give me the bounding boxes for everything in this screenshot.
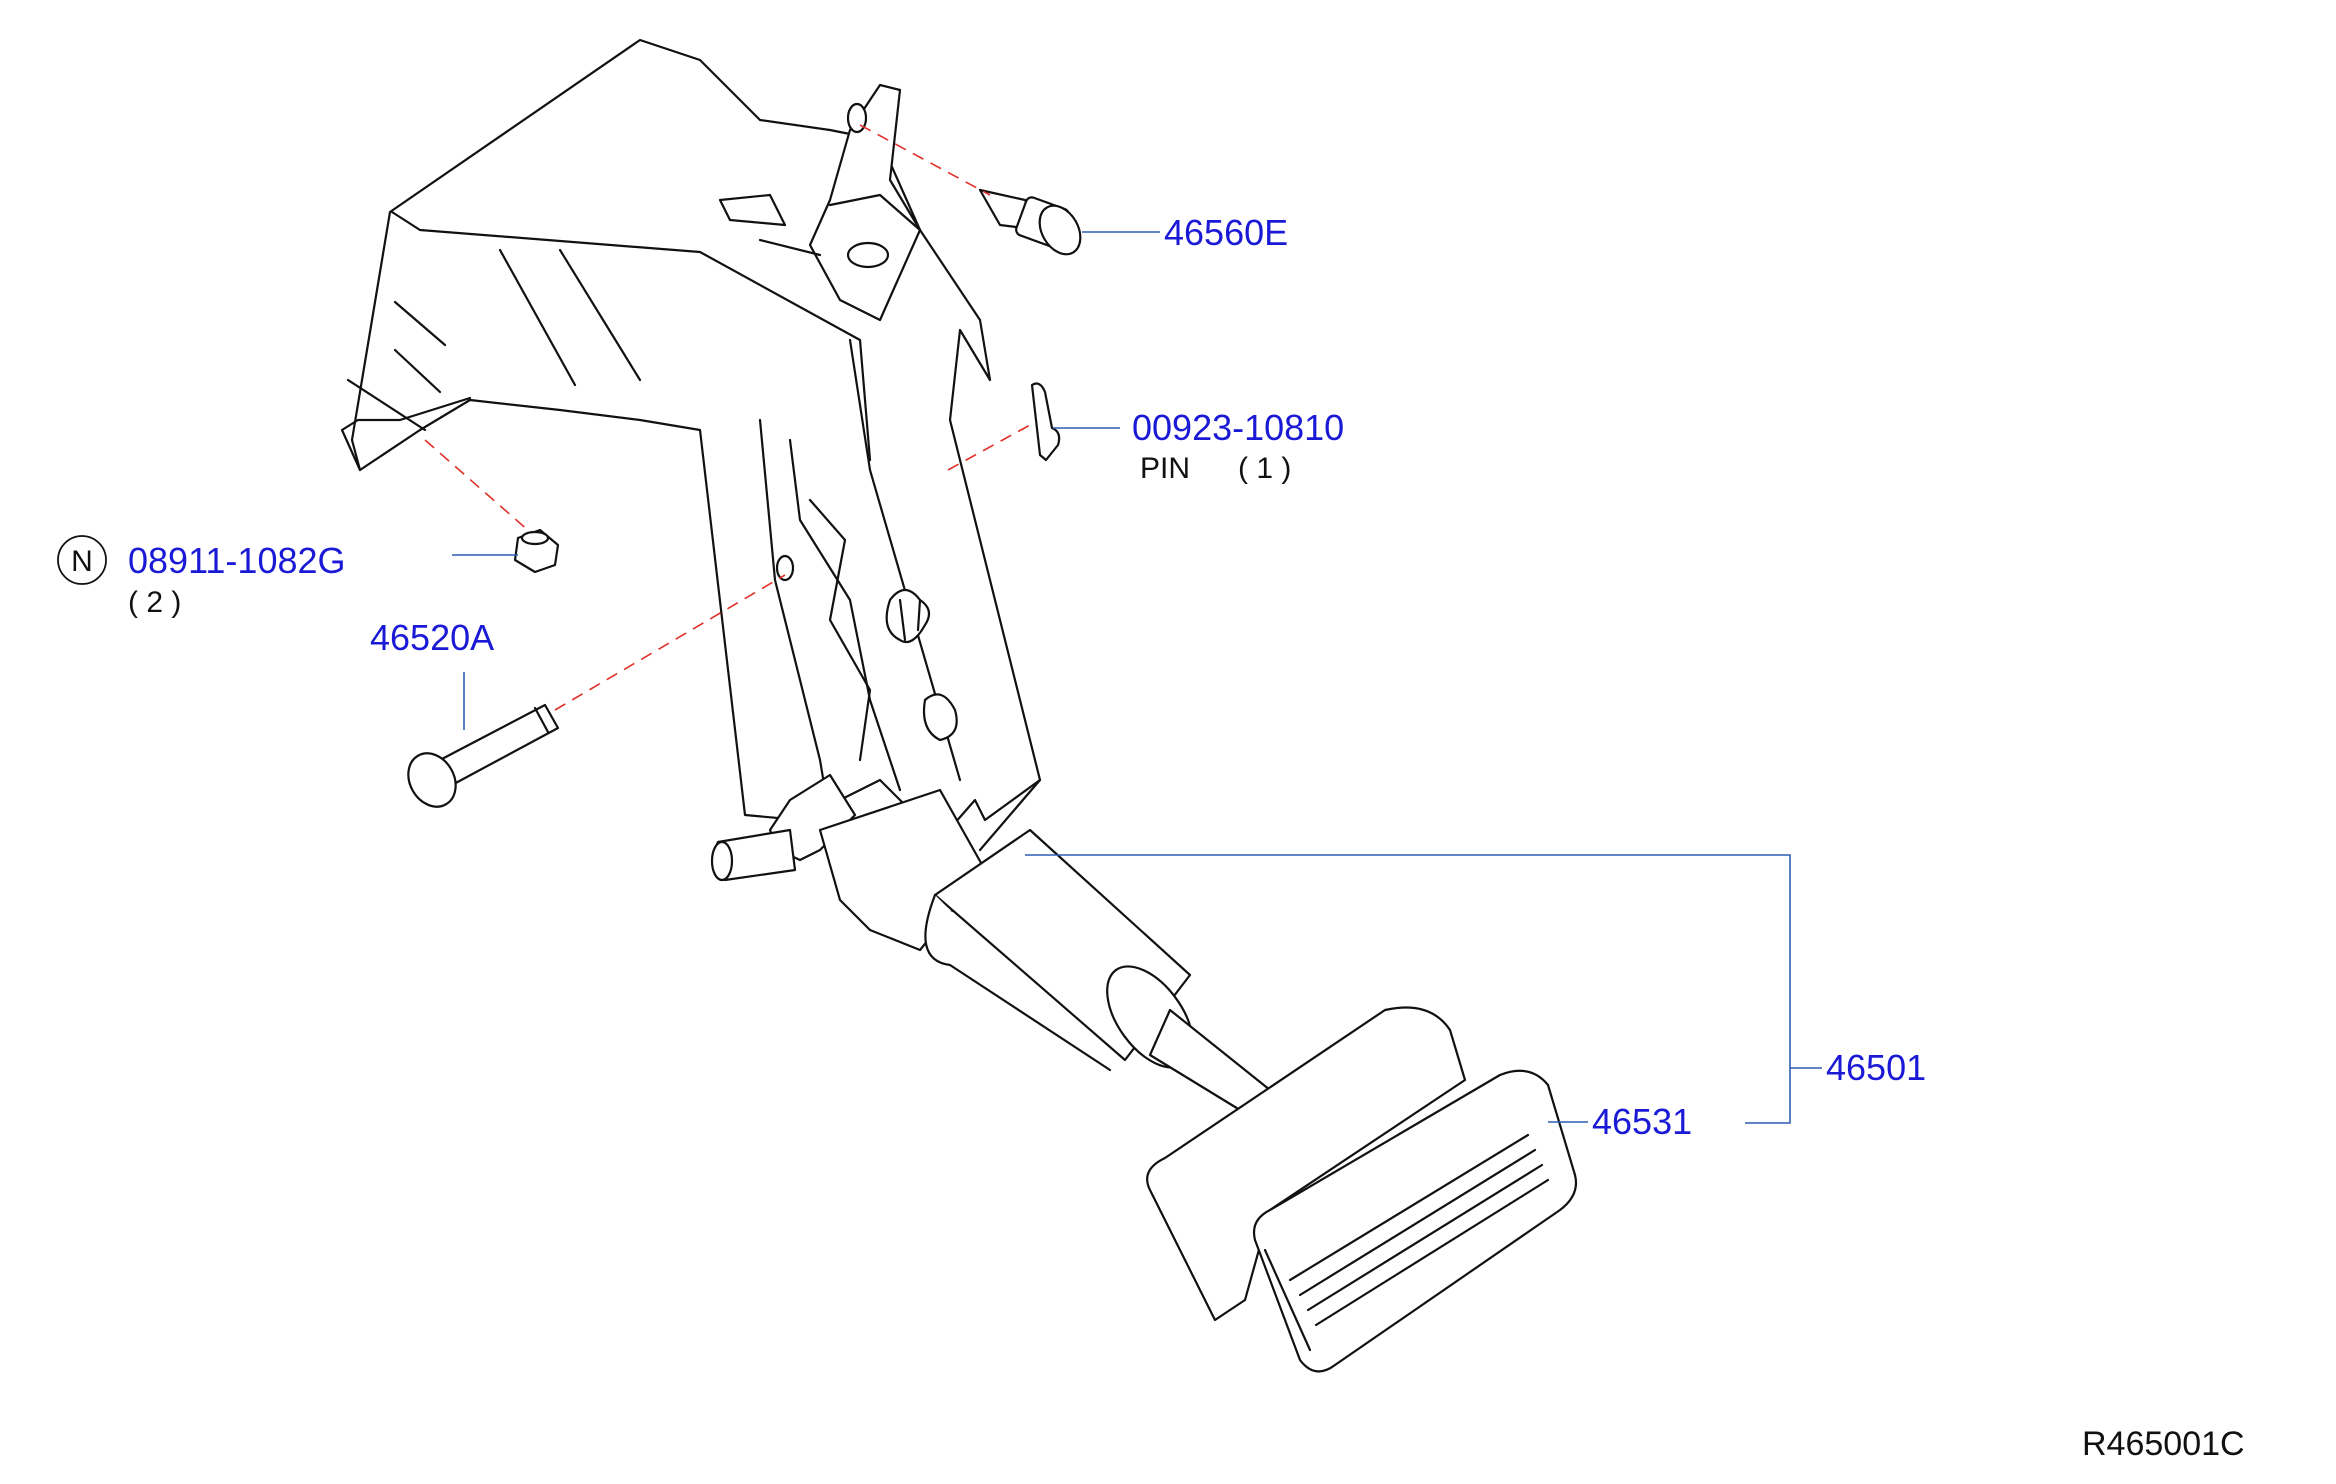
alignment-lines: [424, 124, 1031, 711]
part-number-46560e: 46560E: [1164, 212, 1288, 253]
nut-08911-drawing: [513, 528, 560, 574]
pedal-bracket-drawing: [340, 38, 1042, 842]
leader-lines: [452, 231, 1822, 1124]
pin-description: PIN: [1140, 452, 1190, 485]
clip-pin-drawing: [1030, 382, 1061, 462]
new-part-marker: N: [71, 545, 93, 578]
nut-quantity: ( 2 ): [128, 586, 181, 619]
diagram-reference-code: R465001C: [2082, 1425, 2245, 1463]
part-number-46501: 46501: [1826, 1047, 1926, 1088]
new-part-marker-circle: [57, 535, 107, 585]
pin-quantity: ( 1 ): [1238, 452, 1291, 485]
part-number-46531: 46531: [1592, 1101, 1692, 1142]
part-number-pin: 00923-10810: [1132, 407, 1344, 448]
bolt-46560e-drawing: [978, 188, 1082, 256]
part-number-46520a: 46520A: [370, 617, 494, 658]
bolt-46520a-drawing: [407, 703, 560, 808]
pedal-arm-drawing: [710, 773, 1578, 1373]
part-number-nut: 08911-1082G: [128, 540, 346, 581]
